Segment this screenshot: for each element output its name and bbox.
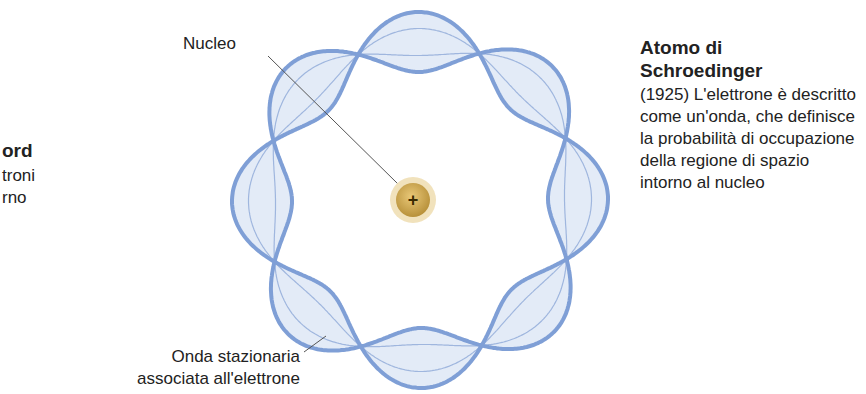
panel-body: (1925) L'elettrone è descritto come un'o… (640, 84, 864, 194)
part-name: Onda stazionaria associata all'elettrone (100, 346, 300, 390)
wave-line (232, 12, 608, 388)
cut-text: troni (2, 165, 62, 187)
leader-line (304, 336, 326, 352)
panel-heading: Atomo di Schroedinger (640, 36, 800, 82)
wave-line (274, 54, 567, 347)
leader-line (268, 56, 398, 184)
part-name: Nucleo (183, 33, 273, 55)
wave-band (232, 12, 608, 388)
wave-line (249, 29, 592, 372)
cut-heading: ord (2, 139, 62, 162)
charge-sign: + (389, 190, 437, 211)
cut-text: rno (2, 187, 62, 209)
wave-line (273, 53, 566, 346)
nucleus-circle: + (389, 176, 437, 224)
